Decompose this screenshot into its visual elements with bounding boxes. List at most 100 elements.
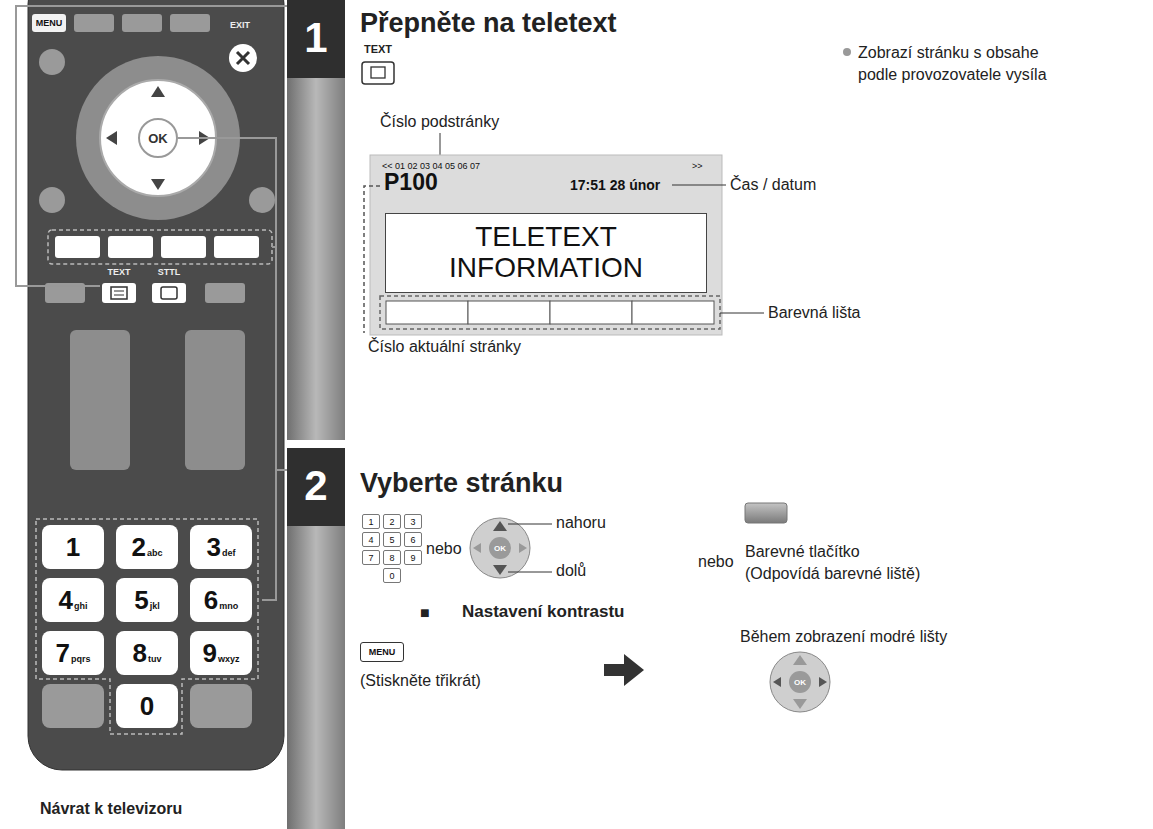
- callout-label: Čas / datum: [730, 176, 816, 194]
- node-text: 9: [203, 638, 217, 668]
- node-text: 0: [389, 571, 394, 581]
- node-text: abc: [147, 548, 163, 558]
- text-button: [102, 283, 136, 303]
- mini-number-key: 4: [362, 532, 380, 547]
- leader-line: [16, 6, 287, 286]
- number-key: 8tuv: [116, 631, 178, 675]
- subtitle-glyph: [161, 287, 177, 299]
- page-number-bracket: [364, 186, 380, 333]
- colour-button: [108, 236, 153, 258]
- number-key: 6mno: [190, 578, 252, 622]
- node-text: 9: [410, 553, 415, 563]
- node-text: 5: [134, 585, 148, 615]
- node-text: 6: [410, 535, 415, 545]
- node-text: 5: [389, 535, 394, 545]
- colour-bar-cell: [632, 301, 714, 324]
- bullet-symbol: ■: [420, 604, 430, 622]
- arrow-left: [773, 677, 781, 687]
- leader-line: [178, 138, 287, 470]
- step-bar: 2: [287, 448, 345, 829]
- node-text: P100: [384, 169, 438, 196]
- mini-number-key: 9: [404, 550, 422, 565]
- node-text: 8: [389, 553, 394, 563]
- ok-icon: OK: [489, 537, 511, 559]
- number-key: 4ghi: [42, 578, 104, 622]
- volume-rocker: [70, 330, 130, 470]
- node-text: 7: [368, 553, 373, 563]
- node-text: wxyz: [218, 654, 240, 664]
- remote-button: [42, 684, 104, 728]
- colour-button-icon: [745, 503, 787, 523]
- node-text: TELETEXT INFORMATION: [421, 222, 671, 284]
- subtitle-button-label: STTL: [150, 267, 188, 305]
- node-text: 1: [66, 532, 80, 562]
- node-text: 2: [389, 517, 394, 527]
- connective-text: nebo: [698, 553, 734, 571]
- node-text: 1: [287, 14, 345, 62]
- subheading: Nastavení kontrastu: [462, 602, 625, 622]
- node-text: mno: [219, 601, 238, 611]
- ok-button: OK: [138, 118, 178, 158]
- leader-line: [672, 185, 726, 186]
- arrow-down: [793, 699, 807, 709]
- arrow-up: [793, 655, 807, 665]
- teletext-glyph: [114, 291, 124, 295]
- mini-number-key: 1: [362, 514, 380, 529]
- teletext-info-box: TELETEXT INFORMATION: [385, 213, 707, 293]
- node-text: 1: [368, 517, 373, 527]
- colour-bar-cell: [550, 301, 632, 324]
- text-button-label: TEXT: [100, 267, 138, 305]
- remote-body: [28, 0, 284, 770]
- number-key: 3def: [190, 525, 252, 569]
- number-key: 9wxyz: [190, 631, 252, 675]
- callout-label: Číslo podstránky: [380, 113, 499, 131]
- remote-button: [249, 187, 275, 213]
- callout-label: (Odpovídá barevné liště): [745, 565, 920, 583]
- mini-number-key: 5: [383, 532, 401, 547]
- node-text: >>: [692, 161, 703, 171]
- callout-label: dolů: [556, 562, 586, 580]
- remote-button: [74, 14, 114, 32]
- colour-button: [214, 236, 259, 258]
- node-text: 6: [204, 585, 218, 615]
- remote-button: [170, 14, 210, 32]
- mini-number-key: 2: [383, 514, 401, 529]
- connective-text: nebo: [426, 540, 462, 558]
- node-text: MENU: [36, 18, 63, 28]
- callout-label: nahoru: [556, 514, 606, 532]
- colour-keys-outline: [48, 230, 272, 264]
- node-text: ghi: [74, 601, 88, 611]
- teletext-glyph: [371, 67, 385, 78]
- leader-line: [508, 524, 552, 572]
- bar-gap: [286, 440, 346, 448]
- node-text: 3: [410, 517, 415, 527]
- teletext-screen: [370, 155, 722, 335]
- step-bar: 1: [287, 0, 345, 440]
- leader-line: [262, 247, 276, 600]
- node-text: TEXT: [107, 267, 130, 278]
- node-text: 4: [368, 535, 373, 545]
- colour-bar-cell: [386, 301, 468, 324]
- mini-number-key: 3: [404, 514, 422, 529]
- bullet: [843, 48, 851, 56]
- remote-button: [39, 187, 65, 213]
- cursor-pad-icon: [470, 518, 530, 578]
- node-text: STTL: [158, 267, 181, 278]
- arrow-up: [151, 86, 165, 97]
- node-text: pqrs: [71, 654, 91, 664]
- menu-button-icon: MENU: [360, 642, 404, 662]
- channel-rocker: [185, 330, 245, 470]
- note-text: Během zobrazení modré lišty: [740, 628, 947, 646]
- callout-label: Číslo aktuální stránky: [368, 338, 521, 356]
- node-text: jkl: [150, 601, 160, 611]
- node-text: OK: [148, 131, 168, 146]
- node-text: OK: [494, 544, 506, 553]
- note-text: (Stiskněte třikrát): [360, 672, 481, 690]
- node-text: OK: [794, 678, 806, 687]
- number-key: 0: [116, 684, 178, 728]
- leader-line: [440, 133, 441, 158]
- node-text: 4: [59, 585, 73, 615]
- node-text: 8: [133, 638, 147, 668]
- remote-button: [122, 14, 162, 32]
